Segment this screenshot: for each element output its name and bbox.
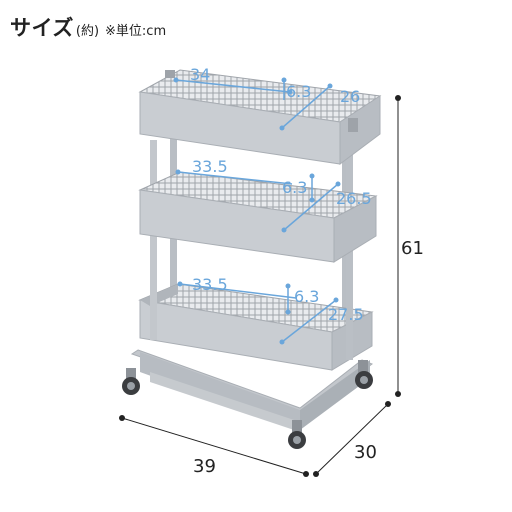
- cart-illustration: [122, 69, 382, 449]
- basket-dimensions: 34 6.3 26 33.5 6.3 26.5: [173, 65, 372, 345]
- post-cap-left: [165, 70, 175, 78]
- unit-note: ※単位:cm: [105, 24, 167, 39]
- overall-height: 61: [401, 238, 424, 259]
- caster-back-right: [355, 360, 373, 389]
- overall-depth: 30: [354, 442, 377, 463]
- title-text: サイズ: [10, 16, 74, 40]
- top-basket-width: 34: [190, 65, 210, 84]
- overall-dimensions: 61 39 30: [119, 95, 424, 477]
- dim-top-basket: 34 6.3 26: [173, 65, 360, 131]
- basket-bottom: [138, 283, 374, 371]
- basket-middle: [138, 171, 378, 263]
- dim-middle-basket: 33.5 6.3 26.5: [175, 157, 372, 233]
- caster-front-left: [122, 368, 140, 395]
- bottom-basket-height: 6.3: [294, 287, 319, 306]
- dim-bottom-basket: 33.5 6.3 27.5: [177, 275, 364, 345]
- top-basket-depth: 26: [340, 87, 360, 106]
- top-basket-height: 6.3: [286, 82, 311, 101]
- caster-front-middle: [288, 420, 306, 449]
- overall-width: 39: [193, 456, 216, 477]
- depth-line: [315, 403, 389, 475]
- base-frame: [130, 349, 374, 415]
- page-title: サイズ(約) ※単位:cm: [10, 12, 166, 42]
- middle-basket-depth: 26.5: [336, 189, 372, 208]
- title-approx: (約): [75, 24, 100, 39]
- bottom-basket-depth: 27.5: [328, 305, 364, 324]
- post-cap-right: [348, 118, 358, 132]
- width-line: [121, 417, 307, 475]
- post-front-left: [150, 140, 157, 340]
- middle-basket-width: 33.5: [192, 157, 228, 176]
- base-bar-right: [300, 360, 370, 430]
- bottom-basket-width: 33.5: [192, 275, 228, 294]
- base-bar-cross: [150, 372, 300, 432]
- middle-basket-height: 6.3: [282, 178, 307, 197]
